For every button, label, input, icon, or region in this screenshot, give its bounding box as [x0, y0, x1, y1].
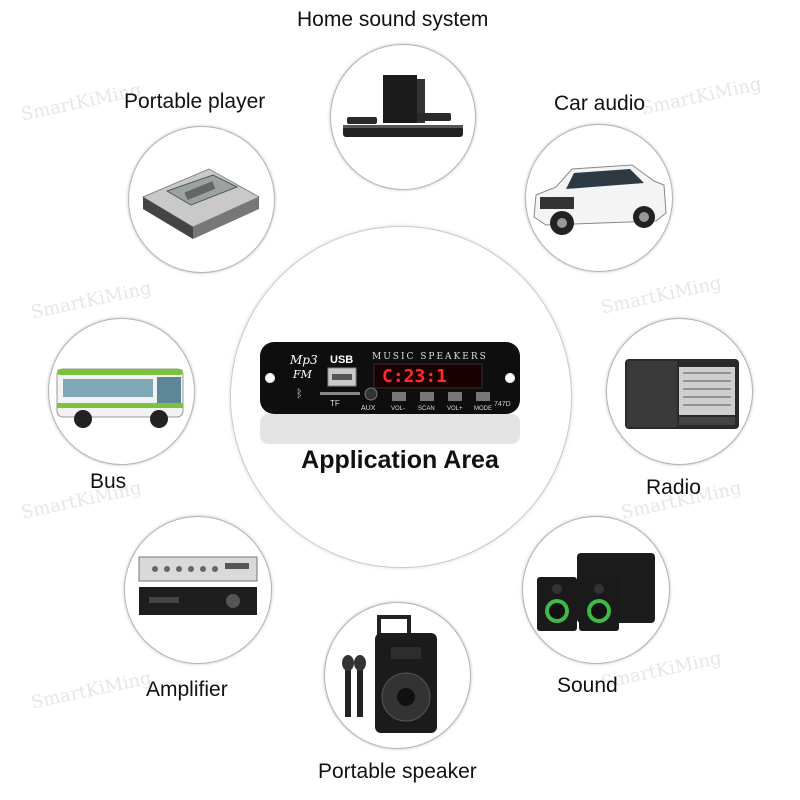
page-title: Application Area: [301, 446, 499, 474]
watermark: SmartKiMing: [29, 277, 154, 324]
car-icon: [533, 164, 667, 235]
model-label: 747D: [494, 401, 511, 408]
vol-down-button[interactable]: [392, 392, 406, 401]
portable-player-label: Portable player: [124, 90, 266, 113]
mode-label: MODE: [474, 406, 492, 412]
vol-down-label: VOL-: [391, 406, 405, 412]
amplifier-label: Amplifier: [146, 678, 228, 701]
bus-label: Bus: [90, 470, 127, 493]
mode-button[interactable]: [476, 392, 490, 401]
board-reflection: [260, 414, 520, 444]
bus-circle: [48, 318, 195, 465]
watermark: SmartKiMing: [599, 272, 724, 319]
car-audio-label: Car audio: [554, 92, 646, 115]
radio-label: Radio: [646, 476, 701, 499]
tf-slot: [320, 392, 360, 395]
cassette-player-icon: [141, 168, 261, 239]
portable-speaker-icon: [342, 615, 437, 733]
vol-up-button[interactable]: [448, 392, 462, 401]
aux-jack: [364, 387, 378, 401]
soundbar-icon: [343, 75, 463, 137]
portable-speaker-label: Portable speaker: [318, 760, 477, 783]
aux-label: AUX: [361, 405, 376, 412]
board-logo-mp3: Mp3: [289, 353, 318, 367]
watermark: SmartKiMing: [29, 667, 154, 714]
board-logo-fm: FM: [292, 368, 313, 381]
vol-up-label: VOL+: [447, 406, 463, 412]
portable-speaker-circle: [324, 602, 471, 749]
scan-label: SCAN: [418, 406, 435, 412]
board-header-text: MUSIC SPEAKERS: [372, 352, 488, 362]
studio-monitor-icon: [537, 553, 655, 631]
amplifier-circle: [124, 516, 272, 664]
mp3-module-board: Mp3 FM ᛒ USB TF MUSIC SPEAKERS C:23:1 AU…: [260, 342, 520, 414]
home-sound-system-label: Home sound system: [297, 8, 489, 31]
bus-icon: [56, 368, 184, 428]
led-display-text: C:23:1: [382, 366, 447, 387]
bluetooth-icon: ᛒ: [296, 388, 303, 400]
led-display: [373, 363, 483, 389]
sound-circle: [522, 516, 670, 664]
radio-circle: [606, 318, 753, 465]
car-audio-circle: [525, 124, 673, 272]
watermark: SmartKiMing: [639, 73, 764, 120]
home-sound-system-circle: [330, 44, 476, 190]
sound-label: Sound: [557, 674, 618, 697]
tf-label: TF: [330, 399, 340, 408]
usb-label: USB: [330, 354, 353, 366]
scan-button[interactable]: [420, 392, 434, 401]
portable-player-circle: [128, 126, 275, 273]
radio-icon: [625, 359, 739, 429]
amplifier-icon: [138, 556, 258, 615]
